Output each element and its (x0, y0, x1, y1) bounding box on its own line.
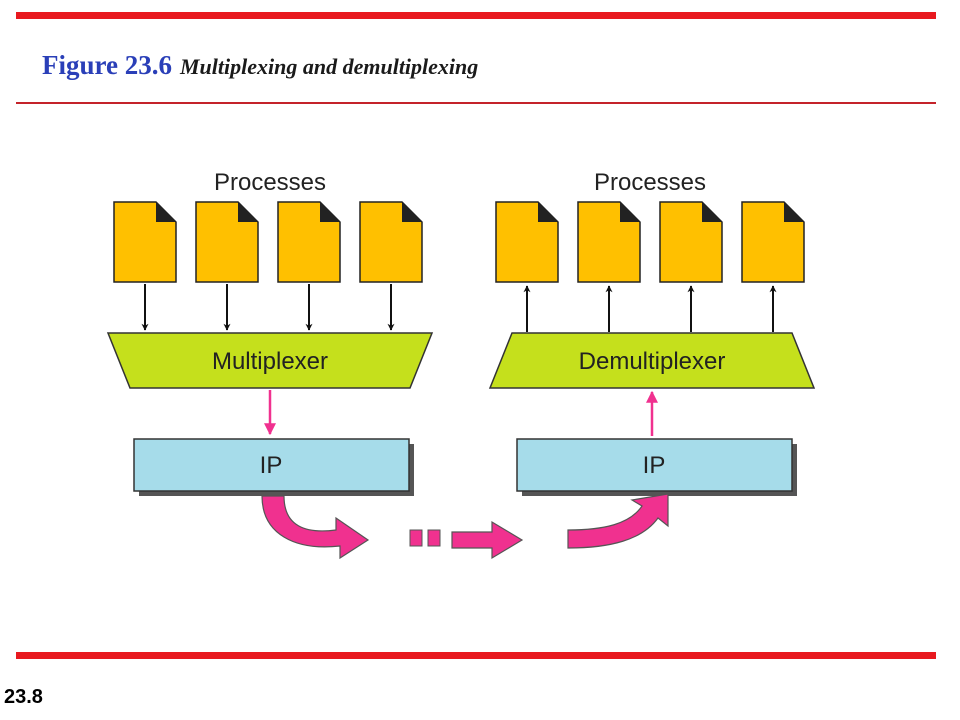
page-number: 23.8 (4, 686, 43, 708)
bottom-rule (16, 652, 936, 659)
right-process-3 (659, 201, 723, 283)
figure-title: Figure 23.6 Multiplexing and demultiplexi… (42, 50, 478, 81)
left-process-1 (113, 201, 177, 283)
right-curved-flow-arrow (567, 493, 669, 549)
demultiplexer-label: Demultiplexer (579, 348, 726, 375)
right-ip-box (516, 438, 797, 496)
figure-label: Figure 23.6 (42, 50, 172, 80)
left-ip-label: IP (260, 452, 283, 479)
left-ip-box (133, 438, 414, 496)
right-processes-label: Processes (594, 169, 706, 196)
multiplexer-label: Multiplexer (212, 348, 328, 375)
right-process-4 (741, 201, 805, 283)
flow-dot-1 (409, 529, 423, 547)
left-process-2 (195, 201, 259, 283)
flow-dot-2 (427, 529, 441, 547)
figure-caption: Multiplexing and demultiplexing (180, 54, 479, 79)
left-process-4 (359, 201, 423, 283)
title-rule (16, 102, 936, 104)
right-process-2 (577, 201, 641, 283)
top-rule (16, 12, 936, 19)
demultiplexer (488, 332, 816, 389)
left-process-3 (277, 201, 341, 283)
right-ip-label: IP (643, 452, 666, 479)
left-processes-label: Processes (214, 169, 326, 196)
middle-flow-arrow (451, 520, 524, 560)
left-curved-flow-arrow (261, 495, 370, 560)
multiplexer (106, 332, 434, 389)
right-process-1 (495, 201, 559, 283)
